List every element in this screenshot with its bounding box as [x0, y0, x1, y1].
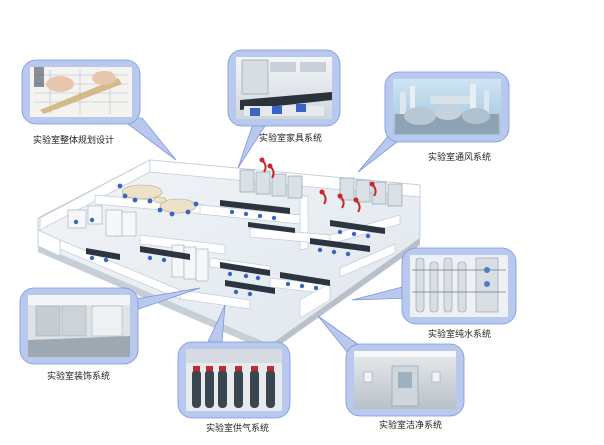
ventilation-photo [393, 79, 501, 135]
chairs [73, 183, 371, 297]
planning-design-bubble [21, 59, 141, 125]
meeting-tables [121, 184, 197, 214]
furniture-photo [236, 57, 332, 119]
lab-benches [86, 200, 385, 294]
gas-supply-bubble [177, 341, 291, 419]
gas-supply-photo [186, 349, 282, 411]
ventilation-bubble [384, 71, 510, 143]
pure-water-bubble [401, 247, 517, 325]
decoration-photo [28, 295, 130, 357]
planning-design-photo [30, 67, 132, 117]
pure-water-photo [410, 255, 508, 317]
label-cleanroom-system: 实验室洁净系统 [379, 421, 443, 431]
label-decoration-system: 实验室装饰系统 [47, 372, 111, 382]
label-planning-design: 实验室整体规划设计 [33, 136, 115, 146]
cleanroom-photo [354, 351, 456, 409]
cleanroom-bubble [345, 343, 465, 417]
tall-cabinets [67, 205, 209, 282]
furniture-bubble [227, 49, 341, 127]
label-furniture-system: 实验室家具系统 [259, 134, 323, 144]
label-gas-supply-system: 实验室供气系统 [206, 424, 270, 434]
decoration-bubble [19, 287, 139, 365]
label-pure-water-system: 实验室纯水系统 [428, 330, 492, 340]
lab-floor-plan [37, 157, 421, 352]
label-ventilation-system: 实验室通风系统 [428, 153, 492, 163]
